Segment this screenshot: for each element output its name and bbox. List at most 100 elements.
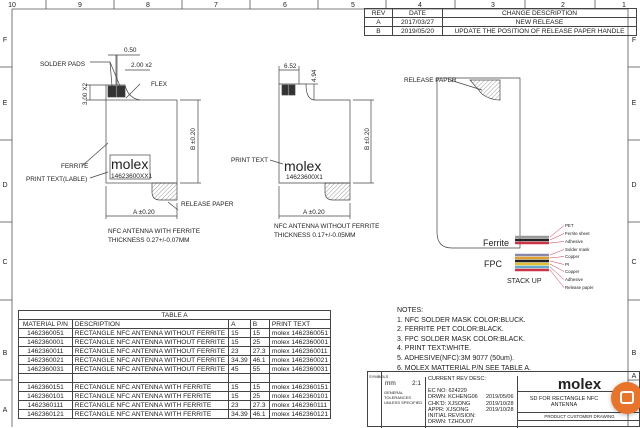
table-cell: 23 bbox=[228, 346, 251, 356]
table-cell: molex 1462360111 bbox=[268, 400, 332, 410]
layer-label: Copper bbox=[565, 269, 580, 274]
table-row bbox=[18, 373, 332, 383]
caption-line2: THICKNESS 0.27+/-0.07MM bbox=[108, 237, 190, 244]
row-marker: F bbox=[632, 37, 636, 44]
view-release-paper bbox=[436, 77, 521, 249]
note: 6. MOLEX MATTERIAL P/N SEE TABLE A. bbox=[397, 364, 531, 372]
drawing-description: SD FOR RECTANGLE NFC ANTENNA bbox=[529, 396, 599, 409]
row-marker: A bbox=[632, 373, 637, 380]
dim-b: B ±0.20 bbox=[364, 128, 371, 150]
row-marker: D bbox=[2, 182, 7, 189]
desc-header: CHANGE DESCRIPTION bbox=[442, 8, 637, 18]
table-cell: molex 1462360101 bbox=[268, 391, 332, 401]
table-cell: molex 1462360021 bbox=[268, 355, 332, 365]
table-cell: 1462360121 bbox=[18, 409, 73, 419]
table-cell: RECTANGLE NFC ANTENNA WITHOUT FERRITE bbox=[71, 337, 230, 347]
table-cell: 45 bbox=[228, 364, 251, 374]
table-cell: 1462360111 bbox=[18, 400, 73, 410]
note: 5. ADHESIVE(NFC):3M 9077 (50um). bbox=[397, 354, 515, 362]
table-a: TABLE A MATERIAL P/N DESCRIPTION A B PRI… bbox=[18, 310, 332, 419]
row-marker: A bbox=[3, 407, 8, 414]
layer-leader bbox=[549, 266, 565, 280]
row-marker: E bbox=[3, 100, 8, 107]
layer-label: Release paper bbox=[565, 285, 594, 290]
label-ferrite: Ferrite bbox=[483, 238, 509, 248]
checked-by: CHK'D: XJSONG bbox=[428, 400, 471, 407]
label-release-paper: RELEASE PAPER bbox=[404, 77, 457, 84]
tolerances: GENERAL TOLERANCES UNLESS SPECIFIED bbox=[384, 390, 423, 405]
dim-a: A ±0.20 bbox=[303, 209, 325, 216]
table-cell: RECTANGLE NFC ANTENNA WITHOUT FERRITE bbox=[71, 346, 230, 356]
table-cell: molex 1462360151 bbox=[268, 382, 332, 392]
table-cell: 1462360031 bbox=[18, 364, 73, 374]
table-cell: 46.1 bbox=[249, 355, 270, 365]
initial-revision: INITIAL REVISION: bbox=[428, 413, 476, 420]
layer-leader bbox=[549, 260, 565, 265]
table-cell: 25 bbox=[249, 391, 270, 401]
table-cell: 1462360011 bbox=[18, 346, 73, 356]
caption-line2: THICKNESS 0.17+/-0.05MM bbox=[274, 232, 356, 239]
col-marker: 6 bbox=[283, 2, 287, 9]
scale: 2:1 bbox=[412, 380, 422, 387]
col-header: MATERIAL P/N bbox=[18, 319, 73, 329]
col-marker: 2 bbox=[561, 2, 565, 9]
table-cell: 34.39 bbox=[228, 355, 251, 365]
approved-date: 2019/10/28 bbox=[486, 406, 514, 413]
col-marker: 8 bbox=[146, 2, 150, 9]
col-header: PRINT TEXT bbox=[268, 319, 332, 329]
chat-button[interactable] bbox=[611, 382, 640, 414]
label-solder-pads: SOLDER PADS bbox=[40, 61, 85, 68]
table-cell: 15 bbox=[228, 337, 251, 347]
table-cell: 1462360101 bbox=[18, 391, 73, 401]
date: 2019/05/20 bbox=[392, 26, 443, 36]
layer-leader bbox=[549, 241, 565, 244]
table-cell: RECTANGLE NFC ANTENNA WITH FERRITE bbox=[71, 409, 230, 419]
part-number-print: 14623600XX1 bbox=[111, 173, 153, 180]
date: 2017/03/27 bbox=[392, 17, 443, 27]
stack-up-title: STACK UP bbox=[507, 278, 542, 285]
table-cell: 15 bbox=[249, 328, 270, 338]
table-cell: RECTANGLE NFC ANTENNA WITH FERRITE bbox=[71, 382, 230, 392]
approved-by: APPR: XJSONG bbox=[428, 406, 469, 413]
layer-label: Adhesive bbox=[565, 277, 584, 282]
table-cell: 27.3 bbox=[249, 400, 270, 410]
table-cell bbox=[249, 373, 270, 383]
table-cell: 1462360021 bbox=[18, 355, 73, 365]
checked-date: 2019/10/28 bbox=[486, 400, 514, 407]
table-cell: 15 bbox=[228, 382, 251, 392]
layer-label: Solder mask bbox=[565, 247, 590, 252]
col-header: A bbox=[228, 319, 251, 329]
rev: B bbox=[364, 26, 393, 36]
symbols-label: SYMBOLS bbox=[369, 374, 389, 379]
column-markers: 10 9 8 7 6 5 4 3 2 1 bbox=[8, 2, 626, 9]
dim-b: B ±0.20 bbox=[190, 128, 197, 150]
table-cell: RECTANGLE NFC ANTENNA WITH FERRITE bbox=[71, 400, 230, 410]
rev: A bbox=[364, 17, 393, 27]
label-release-paper: RELEASE PAPER bbox=[181, 201, 234, 208]
layer-leader bbox=[549, 263, 565, 272]
table-cell: RECTANGLE NFC ANTENNA WITHOUT FERRITE bbox=[71, 364, 230, 374]
table-cell: 23 bbox=[228, 400, 251, 410]
col-marker: 5 bbox=[351, 2, 355, 9]
layer-label: Copper bbox=[565, 254, 580, 259]
molex-logo: molex bbox=[518, 377, 640, 392]
label-print-text: PRINT TEXT(LABLE) bbox=[26, 176, 87, 183]
note: 2. FERRITE PET COLOR:BLACK. bbox=[397, 326, 504, 334]
layer-leader bbox=[549, 233, 565, 241]
table-cell: 1462360051 bbox=[18, 328, 73, 338]
drawn-date: 2019/05/06 bbox=[486, 394, 514, 401]
table-cell: 1462360151 bbox=[18, 382, 73, 392]
view-without-ferrite bbox=[269, 66, 374, 219]
current-rev: CURRENT REV DESC: bbox=[428, 376, 486, 382]
table-cell: 46.1 bbox=[249, 409, 270, 419]
col-marker: 10 bbox=[8, 2, 16, 9]
desc: NEW RELEASE bbox=[442, 17, 637, 27]
label-fpc: FPC bbox=[484, 259, 503, 269]
